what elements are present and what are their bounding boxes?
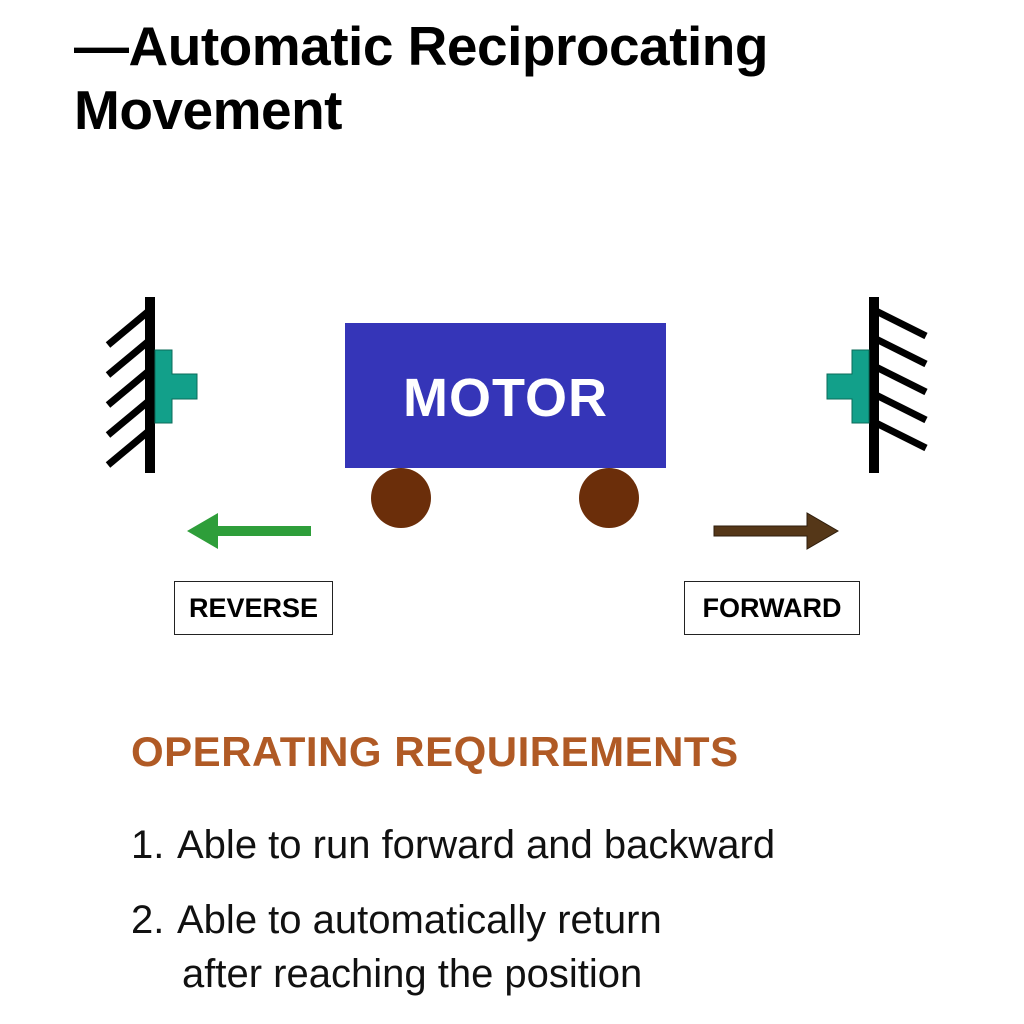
- requirement-item: 2. Able to automatically return after rea…: [131, 893, 662, 1001]
- requirement-text: Able to automatically return: [177, 898, 662, 942]
- requirement-number: 1.: [131, 823, 165, 867]
- forward-arrow-icon: [713, 512, 839, 550]
- forward-label-box: FORWARD: [684, 581, 860, 635]
- right-limit-switch-icon: [826, 349, 870, 424]
- motor-label: MOTOR: [403, 367, 608, 428]
- reverse-label-box: REVERSE: [174, 581, 333, 635]
- motor-body: [345, 323, 666, 468]
- left-wall-line: [145, 297, 155, 473]
- requirement-number: 2.: [131, 898, 165, 942]
- motor-wheel-right: [579, 468, 639, 528]
- reverse-label: REVERSE: [188, 592, 319, 623]
- motor-wheel-left: [371, 468, 431, 528]
- left-limit-switch-icon: [154, 349, 198, 424]
- title-line-2: Movement: [74, 79, 342, 141]
- requirements-heading: OPERATING REQUIREMENTS: [131, 728, 739, 775]
- right-wall-line: [869, 297, 879, 473]
- reverse-arrow-icon: [187, 513, 311, 549]
- title-line-1: —Automatic Reciprocating: [74, 15, 768, 77]
- page-title: —Automatic Reciprocating Movement: [74, 14, 768, 142]
- requirement-item: 1. Able to run forward and backward: [131, 818, 775, 872]
- right-wall-hatch-icon: [869, 297, 928, 473]
- left-wall-hatch-icon: [105, 297, 155, 473]
- forward-label: FORWARD: [702, 592, 842, 623]
- requirement-text: Able to run forward and backward: [177, 823, 776, 867]
- requirement-text-continuation: after reaching the position: [182, 952, 643, 996]
